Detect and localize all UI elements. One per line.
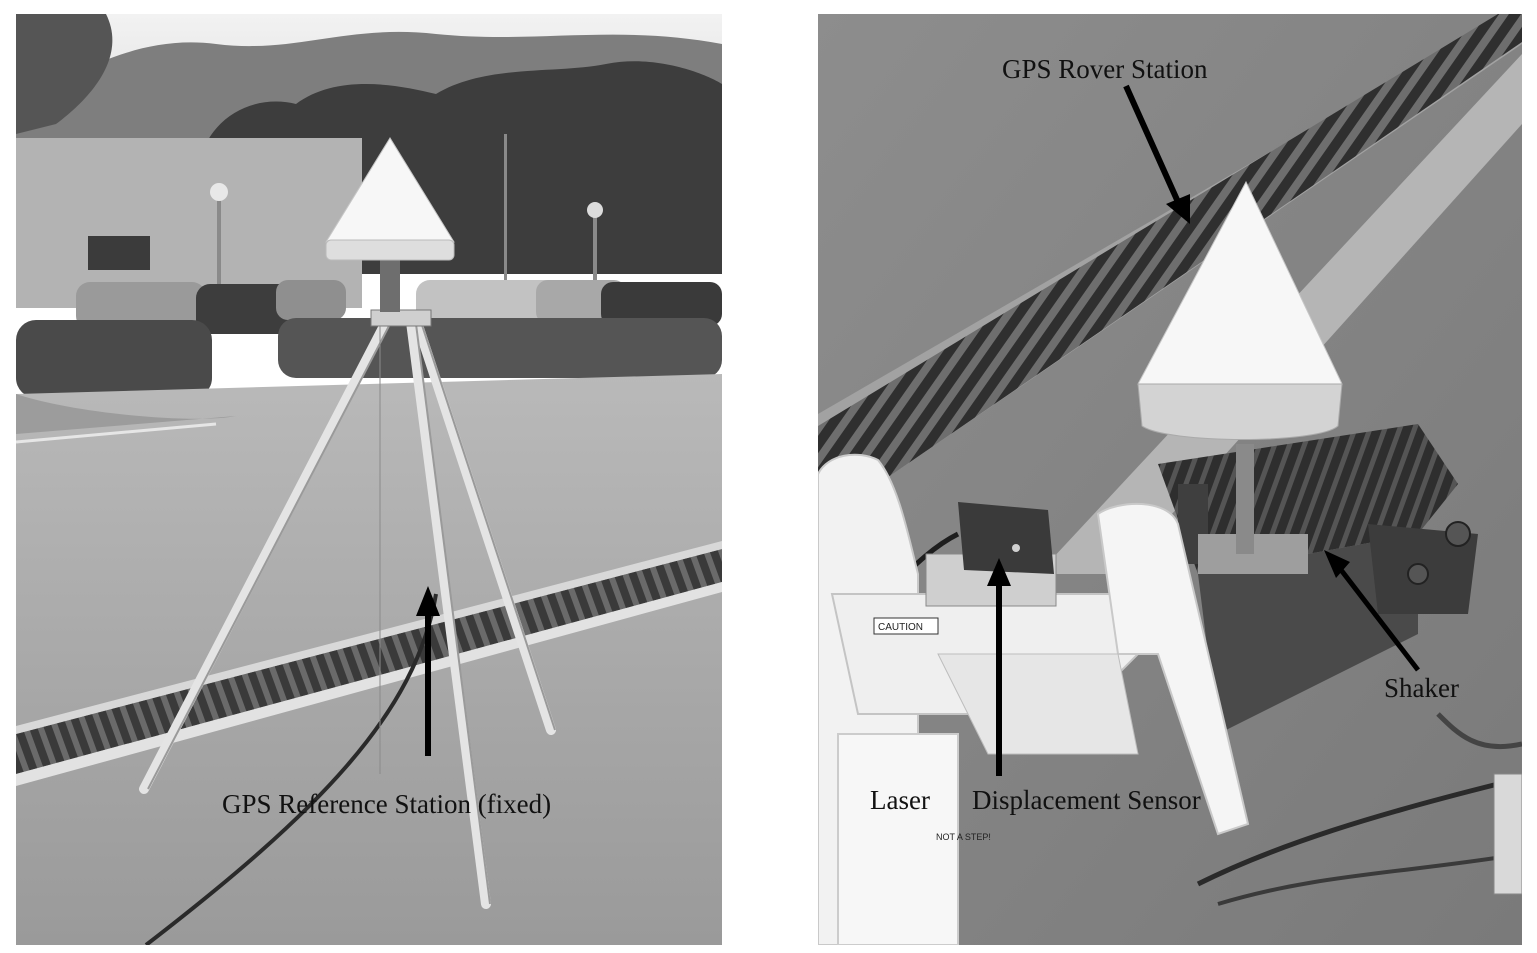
sensor-stand: [818, 453, 1250, 945]
hedge: [16, 320, 212, 398]
antenna-mast: [1236, 444, 1254, 554]
rover-station-scene: CAUTION NOT A STEP!: [818, 14, 1522, 945]
reference-station-scene: [16, 14, 722, 945]
tree-left: [16, 14, 113, 134]
reference-station-photo: GPS Reference Station (fixed): [16, 14, 722, 945]
building-sign: [88, 236, 150, 270]
shaker-arrow: [1336, 564, 1420, 672]
shaker-caption: Shaker: [1384, 673, 1459, 703]
rover-arrow: [1123, 84, 1181, 204]
connector-box: [1493, 773, 1522, 895]
reference-station-caption: GPS Reference Station (fixed): [222, 789, 552, 819]
rover-station-caption: GPS Rover Station: [1002, 54, 1208, 84]
shaker-body: [1198, 534, 1418, 734]
building: [16, 138, 362, 308]
step-label: NOT A STEP!: [936, 832, 991, 842]
rover-station-photo: CAUTION NOT A STEP! GPS Rover Station Sh…: [818, 14, 1522, 945]
antenna-cable: [144, 593, 438, 945]
hedge: [278, 318, 722, 378]
laser-caption: Laser: [870, 785, 930, 815]
displacement-sensor-caption: Displacement Sensor: [972, 785, 1201, 815]
tripod: [139, 314, 556, 909]
antenna-mast: [380, 260, 400, 312]
parked-cars: [76, 280, 722, 334]
tripod-head: [370, 309, 432, 327]
drain-grate: [16, 549, 722, 774]
caution-label: CAUTION: [878, 622, 923, 633]
laser-displacement-sensor: [958, 502, 1054, 574]
drain-grate: [818, 14, 1522, 494]
arrow-head: [416, 586, 440, 616]
